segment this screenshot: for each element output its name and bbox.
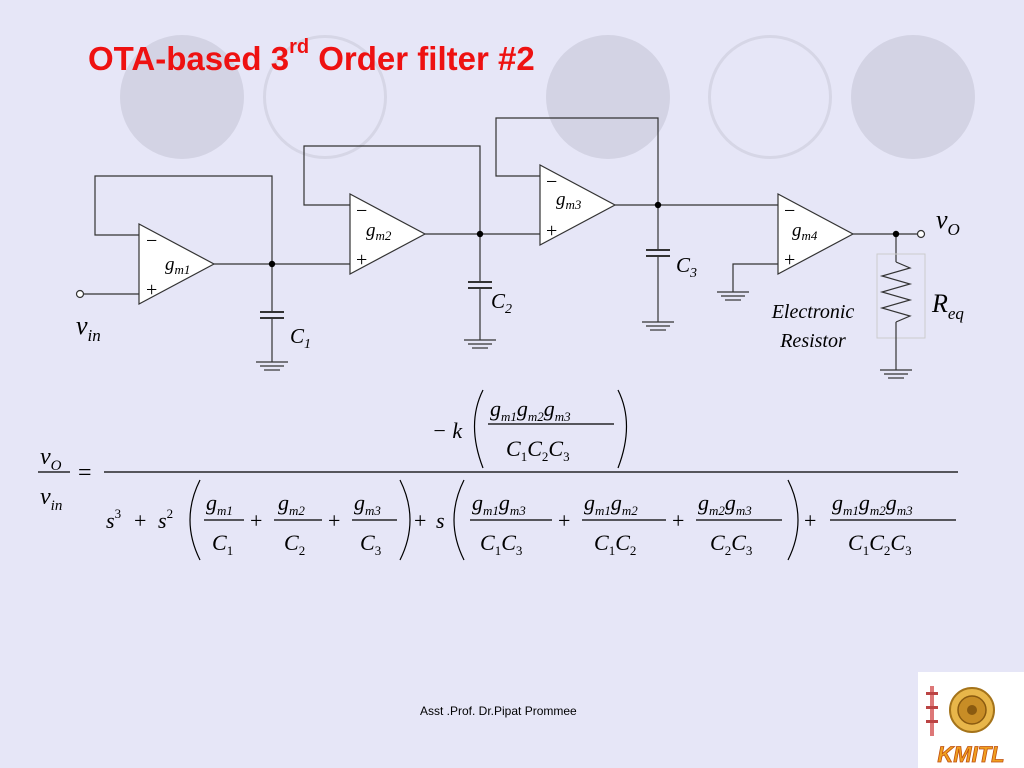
num-c123: C1C2C3 bbox=[506, 436, 570, 464]
decorative-ring bbox=[263, 35, 387, 159]
ota-gm1-symbol bbox=[138, 223, 216, 305]
den-plus-1: + bbox=[134, 508, 146, 533]
g1-c1: C1 bbox=[212, 530, 233, 558]
resistor-label: Resistor bbox=[779, 330, 846, 352]
lhs-vin: vin bbox=[40, 484, 62, 514]
den-s: s bbox=[436, 508, 445, 533]
g2-gm2gm3: gm2gm3 bbox=[698, 490, 752, 518]
university-seal-icon bbox=[949, 687, 995, 733]
den-plus-3: + bbox=[804, 508, 816, 533]
g2-c1c2: C1C2 bbox=[594, 530, 636, 558]
g2-c1c3: C1C3 bbox=[480, 530, 522, 558]
decorative-circle bbox=[120, 35, 244, 159]
den-c123: C1C2C3 bbox=[848, 530, 912, 558]
req-label: Req bbox=[931, 289, 964, 323]
decorative-circle bbox=[851, 35, 975, 159]
ota-gm2-symbol bbox=[349, 193, 427, 275]
vo-label: vO bbox=[936, 205, 960, 239]
g1-c2: C2 bbox=[284, 530, 305, 558]
electronic-label: Electronic bbox=[771, 301, 855, 323]
g2-plus-b: + bbox=[672, 508, 684, 533]
ota2-plus-sign: + bbox=[356, 249, 367, 271]
decorative-ring bbox=[708, 35, 832, 159]
ota3-label: gm3 bbox=[556, 189, 582, 212]
den-gm123: gm1gm2gm3 bbox=[832, 490, 913, 518]
g2-c2c3: C2C3 bbox=[710, 530, 752, 558]
c3-label: C3 bbox=[676, 253, 697, 281]
c1-label: C1 bbox=[290, 324, 311, 352]
g1-plus-b: + bbox=[328, 508, 340, 533]
den-s3: s3 bbox=[106, 506, 121, 533]
ota3-plus-sign: + bbox=[546, 220, 557, 242]
g2-gm1gm2: gm1gm2 bbox=[584, 490, 638, 518]
transfer-function-formula: vO vin = − k gm1gm2gm3 C1C2C3 s3 + s2 gm… bbox=[38, 389, 958, 561]
ota4-plus-sign: + bbox=[784, 249, 795, 271]
footer-author: Asst .Prof. Dr.Pipat Prommee bbox=[420, 704, 577, 718]
g1-gm2: gm2 bbox=[278, 490, 305, 518]
ota-gm3-symbol bbox=[539, 164, 617, 246]
title-main: OTA-based 3 bbox=[88, 40, 290, 77]
ota-filter-circuit: − + − + − + − + gm1 gm2 gm3 gm4 C1 C2 C3… bbox=[75, 117, 964, 379]
ota4-label: gm4 bbox=[792, 220, 818, 243]
den-plus-2: + bbox=[414, 508, 426, 533]
input-terminal bbox=[75, 289, 85, 299]
g1-plus-a: + bbox=[250, 508, 262, 533]
minus-k: − k bbox=[432, 418, 463, 443]
g1-gm1: gm1 bbox=[206, 490, 233, 518]
equals-sign: = bbox=[78, 460, 92, 486]
tower-icon bbox=[926, 686, 938, 736]
title-rest: Order filter #2 bbox=[309, 40, 535, 77]
ota3-minus-sign: − bbox=[546, 171, 557, 193]
ota4-minus-sign: − bbox=[784, 200, 795, 222]
lhs-vo: vO bbox=[40, 444, 62, 474]
output-terminal bbox=[916, 229, 926, 239]
c2-label: C2 bbox=[491, 289, 512, 317]
g2-plus-a: + bbox=[558, 508, 570, 533]
den-s2: s2 bbox=[158, 506, 173, 533]
logo-text: KMITL bbox=[937, 742, 1004, 767]
kmitl-logo: KMITL bbox=[918, 672, 1024, 768]
ota1-minus-sign: − bbox=[146, 230, 157, 252]
vin-label: vin bbox=[76, 311, 101, 345]
g1-c3: C3 bbox=[360, 530, 381, 558]
g1-gm3: gm3 bbox=[354, 490, 381, 518]
slide-title: OTA-based 3rd Order filter #2 bbox=[88, 36, 535, 78]
g2-gm1gm3: gm1gm3 bbox=[472, 490, 526, 518]
ota2-minus-sign: − bbox=[356, 200, 367, 222]
num-gm123: gm1gm2gm3 bbox=[490, 396, 571, 424]
ota-gm4-symbol bbox=[777, 193, 855, 275]
ota1-plus-sign: + bbox=[146, 279, 157, 301]
decorative-circle bbox=[546, 35, 670, 159]
ota2-label: gm2 bbox=[366, 220, 392, 243]
ota1-label: gm1 bbox=[165, 254, 190, 277]
title-superscript: rd bbox=[289, 36, 310, 58]
